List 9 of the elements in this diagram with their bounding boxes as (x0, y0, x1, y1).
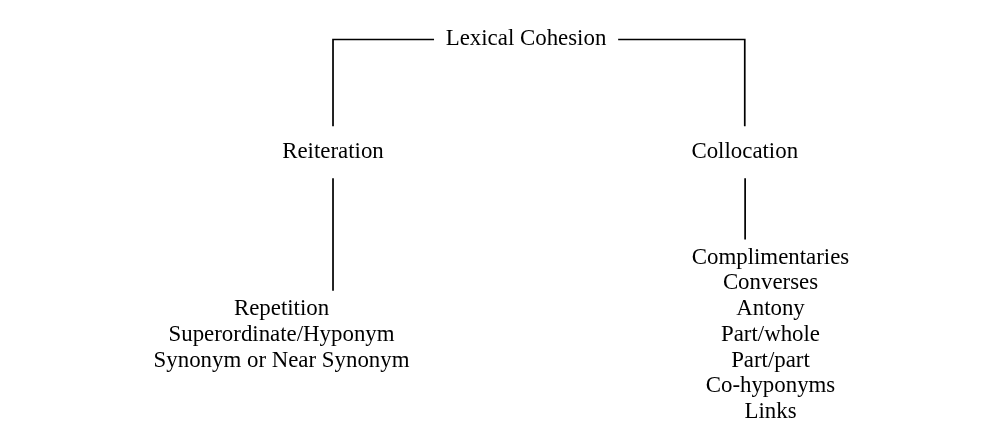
node-text: Complimentaries Converses Antony Part/whole Part/part Co-hyponyms Links (691, 243, 850, 424)
connector (744, 177, 746, 241)
node-text: Repetition Superordinate/Hyponym Synonym or Near Synonym (153, 295, 410, 372)
node-text: Lexical Cohesion (445, 24, 607, 50)
connector (617, 38, 746, 128)
node-text: Collocation (691, 137, 799, 163)
connector (332, 177, 334, 292)
node-text: Reiteration (282, 137, 384, 163)
connector (332, 38, 435, 128)
